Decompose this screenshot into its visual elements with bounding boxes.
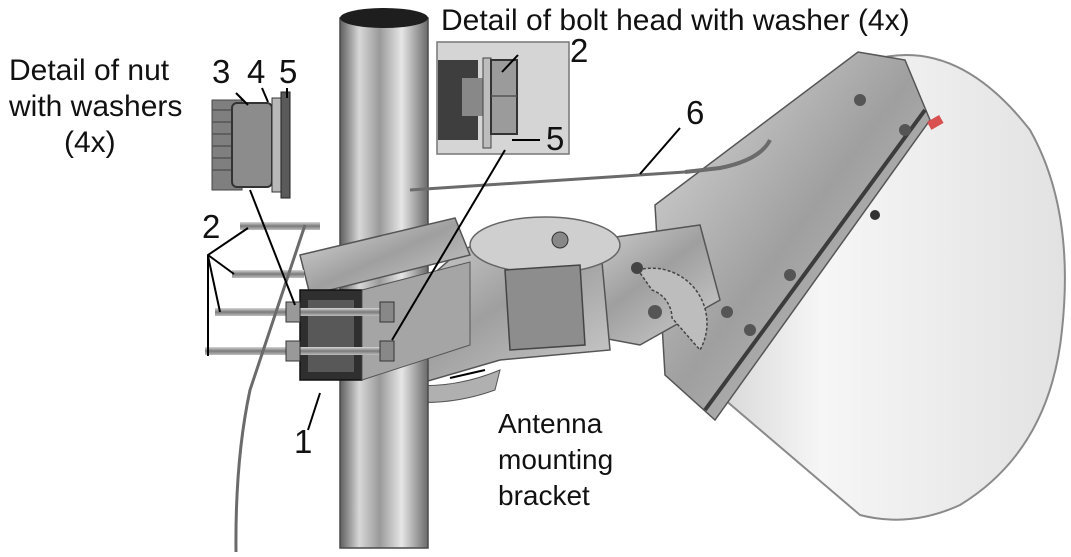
nut-detail-inset (211, 91, 291, 199)
leader-lines (207, 54, 681, 431)
callout-2-bracket: 2 (202, 208, 221, 245)
callout-2-detail: 2 (570, 32, 589, 69)
antenna-housing (654, 51, 1066, 521)
bolt-detail-inset (436, 41, 570, 155)
callout-5-detail: 5 (546, 120, 565, 157)
bracket-label-line1: Antenna (498, 408, 603, 439)
bracket-label-line2: mounting (498, 444, 614, 475)
callout-6: 6 (686, 94, 705, 131)
bracket-label-line3: bracket (498, 480, 590, 511)
grounding-cable (234, 138, 772, 553)
nut-detail-title-line3: (4x) (64, 126, 116, 159)
bolt-detail-title: Detail of bolt head with washer (4x) (441, 4, 910, 37)
nut-detail-title-line2: with washers (9, 90, 183, 123)
threaded-rods (205, 222, 395, 362)
callout-1: 1 (294, 423, 313, 460)
nut-detail-title-line1: Detail of nut (9, 54, 170, 87)
callout-3: 3 (212, 53, 231, 90)
callout-5-nut: 5 (279, 53, 298, 90)
callout-4: 4 (247, 53, 266, 90)
